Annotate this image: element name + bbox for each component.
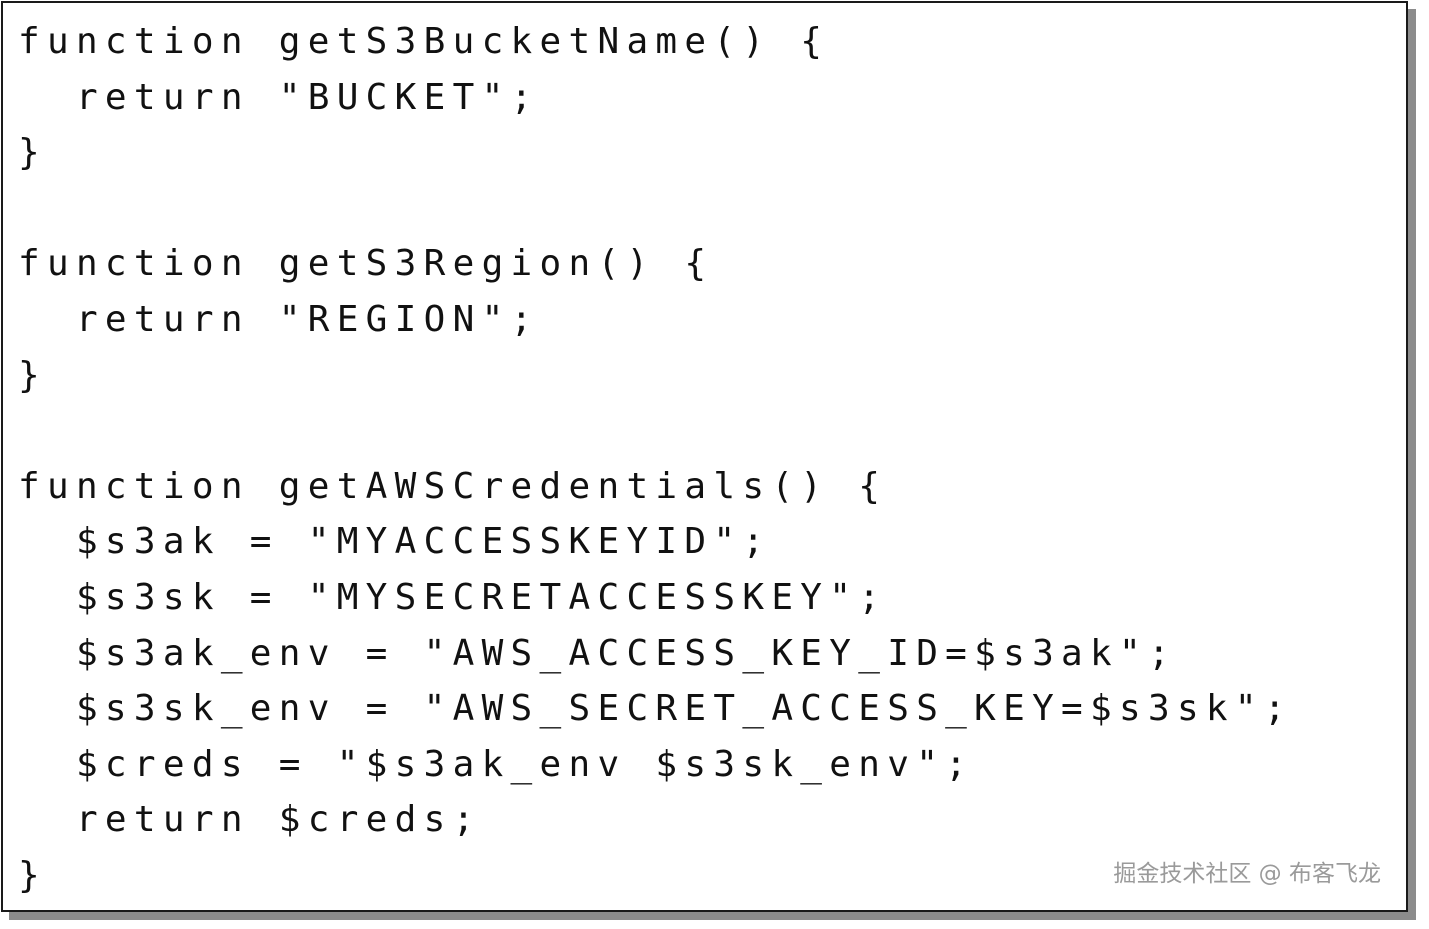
code-line: }: [18, 354, 47, 396]
code-line: }: [18, 854, 47, 896]
code-line: function getAWSCredentials() {: [18, 465, 888, 507]
code-lines: function getS3BucketName() { return "BUC…: [18, 14, 1293, 904]
code-line: return "BUCKET";: [18, 76, 540, 118]
code-line: $s3ak_env = "AWS_ACCESS_KEY_ID=$s3ak";: [18, 632, 1177, 674]
code-line: function getS3Region() {: [18, 243, 714, 285]
code-line-blank: [18, 403, 1293, 459]
code-listing-box: function getS3BucketName() { return "BUC…: [1, 1, 1408, 912]
code-line: }: [18, 132, 47, 174]
code-line: return $creds;: [18, 799, 482, 841]
code-line: $s3sk_env = "AWS_SECRET_ACCESS_KEY=$s3sk…: [18, 688, 1293, 730]
code-line: $s3ak = "MYACCESSKEYID";: [18, 521, 772, 563]
code-line-blank: [18, 181, 1293, 237]
code-line: $s3sk = "MYSECRETACCESSKEY";: [18, 576, 888, 618]
watermark-text: 掘金技术社区 @ 布客飞龙: [1113, 861, 1381, 887]
code-line: $creds = "$s3ak_env $s3sk_env";: [18, 743, 975, 785]
code-line: return "REGION";: [18, 298, 540, 340]
code-line: function getS3BucketName() {: [18, 21, 830, 62]
